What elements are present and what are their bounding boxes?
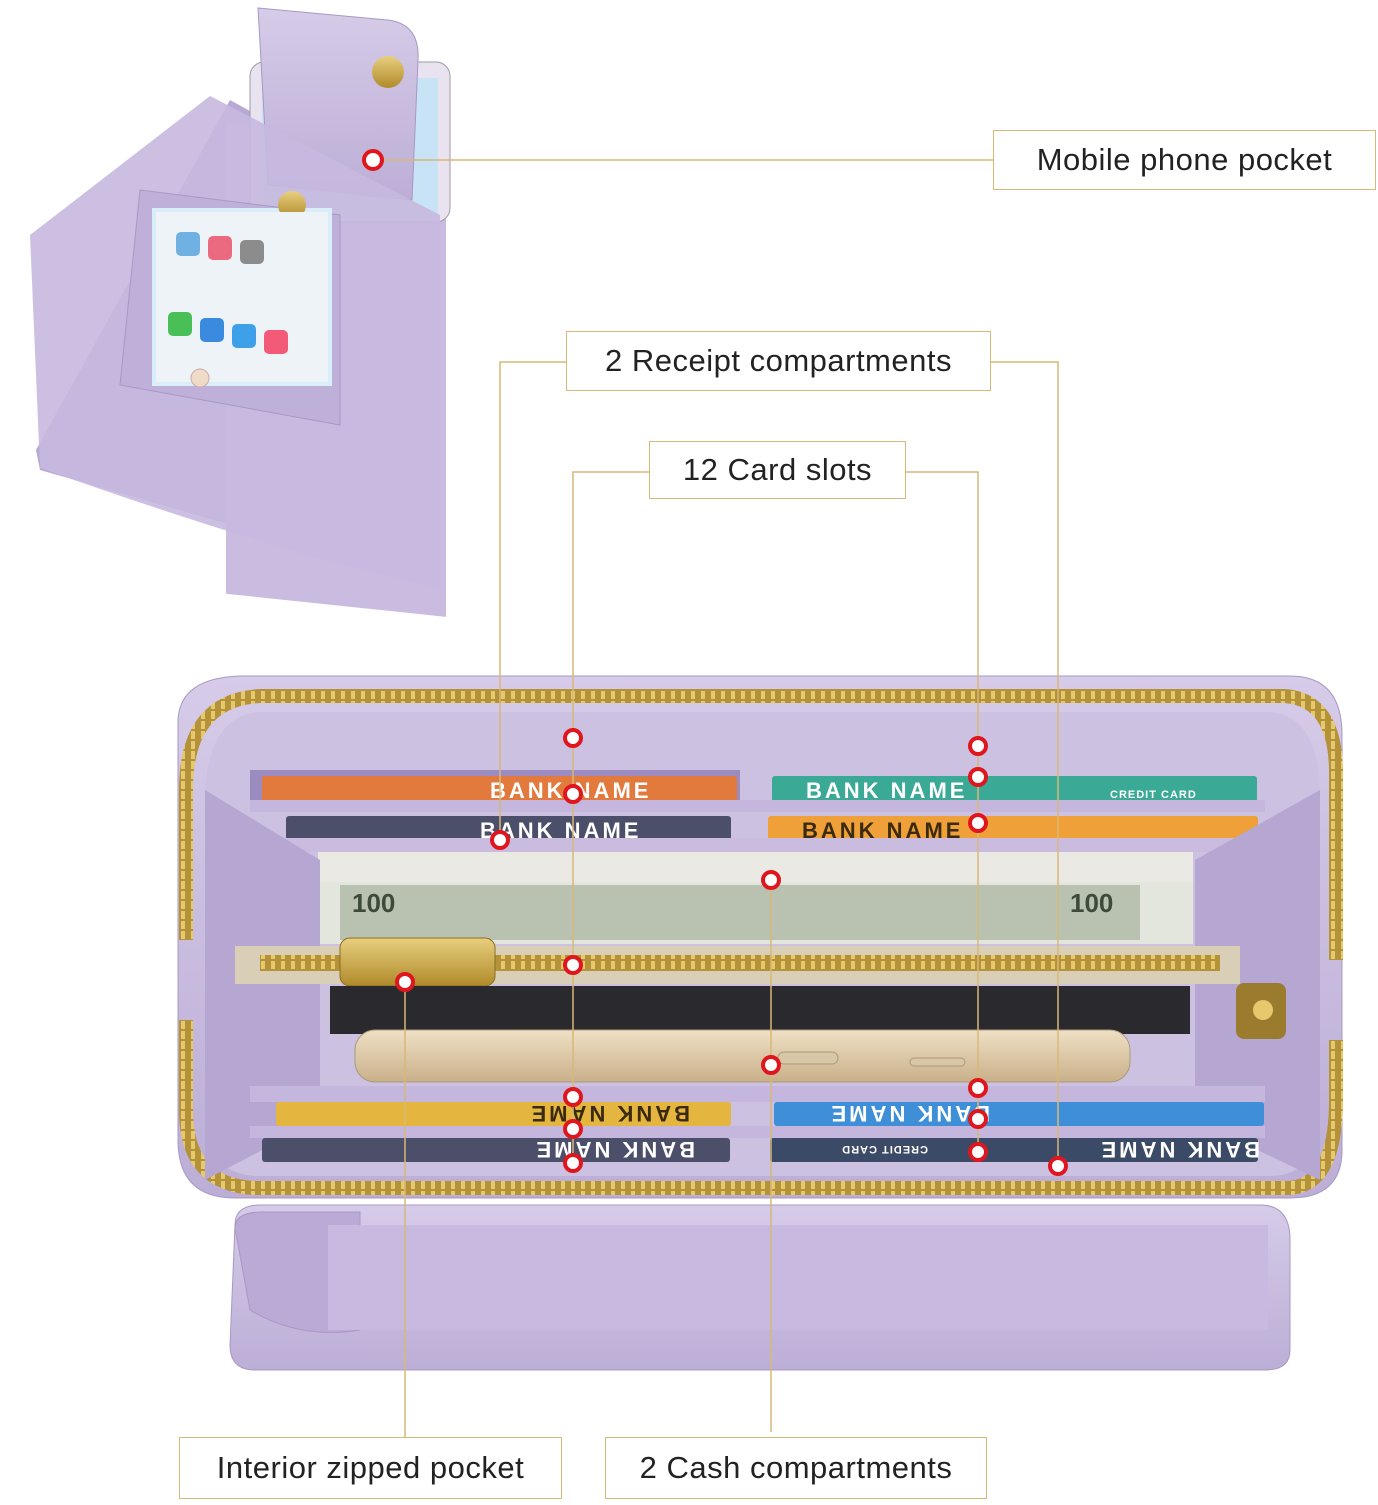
card-text-10: BANK NAME <box>1099 1137 1260 1162</box>
card-text-3: CREDIT CARD <box>1110 789 1197 801</box>
callout-receipt-compartments: 2 Receipt compartments <box>566 331 991 391</box>
marker-card-slot <box>563 784 583 804</box>
banknote-left: 100 <box>352 888 395 918</box>
marker-card-slot <box>563 1119 583 1139</box>
card-text-9: CREDIT CARD <box>841 1143 928 1155</box>
marker-card-slot <box>968 1109 988 1129</box>
marker-cash-1 <box>761 870 781 890</box>
banknote-right: 100 <box>1070 888 1113 918</box>
marker-card-slot <box>563 955 583 975</box>
marker-card-slot <box>968 1142 988 1162</box>
marker-dots <box>362 149 1068 1176</box>
callout-interior-zipped-pocket: Interior zipped pocket <box>179 1437 562 1499</box>
card-text-5: BANK NAME <box>802 818 963 843</box>
marker-phone-pocket <box>362 149 384 171</box>
marker-card-slot <box>968 1078 988 1098</box>
marker-card-slot <box>968 736 988 756</box>
card-text-8: BANK NAME <box>534 1137 695 1162</box>
marker-receipt-1 <box>490 830 510 850</box>
open-wallet <box>177 675 1343 1371</box>
card-text-2: BANK NAME <box>806 778 967 803</box>
marker-receipt-2 <box>1048 1156 1068 1176</box>
marker-zipped-pocket <box>395 972 415 992</box>
card-texts: BANK NAME BANK NAME CREDIT CARD BANK NAM… <box>352 778 1260 1162</box>
marker-card-slot <box>968 767 988 787</box>
callout-cash-compartments: 2 Cash compartments <box>605 1437 987 1499</box>
marker-card-slot <box>563 1153 583 1173</box>
marker-card-slot <box>563 1087 583 1107</box>
marker-card-slot <box>563 728 583 748</box>
marker-cash-2 <box>761 1055 781 1075</box>
phone-pocket-wallet <box>30 7 451 617</box>
callout-card-slots: 12 Card slots <box>649 441 906 499</box>
marker-card-slot <box>968 813 988 833</box>
callout-mobile-phone-pocket: Mobile phone pocket <box>993 130 1376 190</box>
card-text-7: BANK NAME <box>829 1101 990 1126</box>
card-text-6: BANK NAME <box>529 1101 690 1126</box>
